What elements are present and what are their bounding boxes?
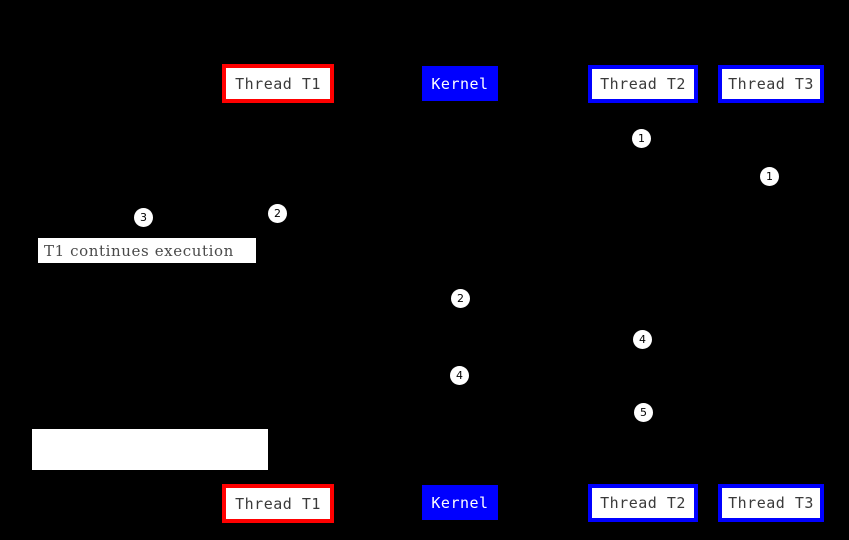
step-t1-3: 3 — [134, 208, 153, 227]
step-kernel-2: 2 — [451, 289, 470, 308]
step-kernel-4: 4 — [450, 366, 469, 385]
note-t1-continues: T1 continues execution — [37, 237, 257, 264]
lifeline-t1 — [278, 103, 280, 484]
lifeline-t2 — [643, 103, 645, 484]
participant-t3b[interactable]: Thread T3 — [718, 484, 824, 522]
participant-t1b[interactable]: Thread T1 — [222, 484, 334, 523]
participant-t3[interactable]: Thread T3 — [718, 65, 824, 103]
step-t2-4: 4 — [633, 330, 652, 349]
participant-t2[interactable]: Thread T2 — [588, 65, 698, 103]
note-blank — [32, 429, 268, 470]
participant-kernelb[interactable]: Kernel — [422, 485, 498, 520]
participant-t2b[interactable]: Thread T2 — [588, 484, 698, 522]
step-t3-1: 1 — [760, 167, 779, 186]
participant-t1[interactable]: Thread T1 — [222, 64, 334, 103]
lifeline-t3 — [771, 103, 773, 484]
participant-kernel[interactable]: Kernel — [422, 66, 498, 101]
step-t1-2: 2 — [268, 204, 287, 223]
step-t2-1: 1 — [632, 129, 651, 148]
step-t2-5: 5 — [634, 403, 653, 422]
